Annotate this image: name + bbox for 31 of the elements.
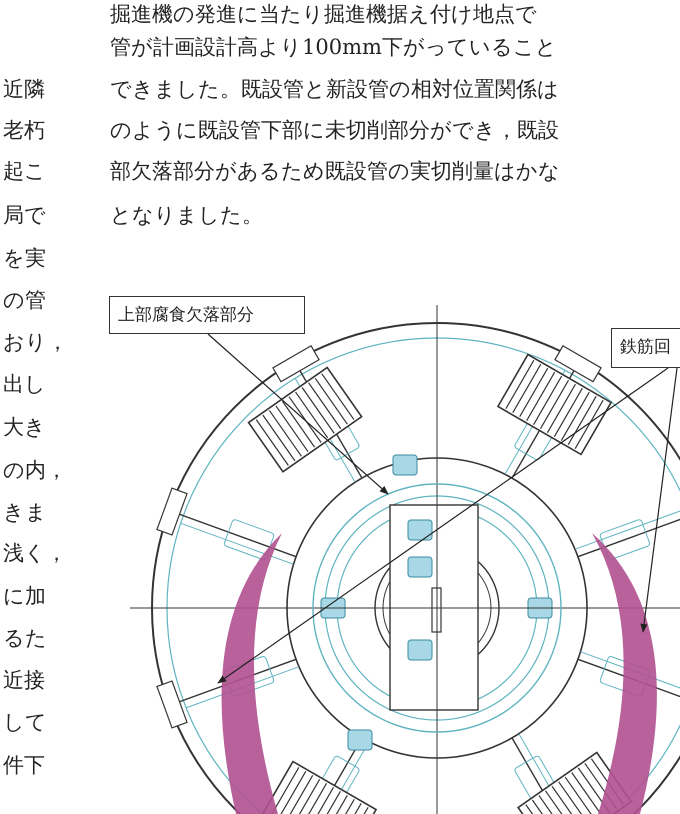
body-text: 起こ <box>3 158 46 184</box>
uncut-area-band <box>592 533 657 814</box>
body-text: 部欠落部分があるため既設管の実切削量はかな <box>110 158 560 184</box>
uncut-area-band <box>222 533 282 814</box>
body-text: の管 <box>3 287 46 313</box>
body-text: 件下 <box>3 752 45 778</box>
body-text: して <box>3 709 47 735</box>
body-text: 浅く， <box>3 540 67 566</box>
body-text: 出し <box>3 371 46 397</box>
inner-ring <box>312 483 562 733</box>
callout-label: 鉄筋回 <box>611 328 680 368</box>
body-text: 近接 <box>3 667 45 693</box>
leader-line <box>217 368 668 684</box>
body-text: 掘進機の発進に当たり掘進機据え付け地点で <box>110 1 537 27</box>
body-text: おり， <box>3 329 68 355</box>
body-text: 管が計画設計高より100mm下がっていること <box>110 34 557 60</box>
body-text: るた <box>3 625 47 651</box>
body-text: できました。既設管と新設管の相対位置関係は <box>110 76 559 102</box>
body-text: を実 <box>3 245 46 271</box>
body-text: のように既設管下部に未切削部分ができ，既設 <box>110 117 559 143</box>
body-text: きま <box>3 499 47 525</box>
body-text: 近隣 <box>3 76 45 102</box>
body-text: 老朽 <box>3 117 45 143</box>
callout-label: 上部腐食欠落部分 <box>109 296 305 334</box>
body-text: 局で <box>3 202 46 228</box>
body-text: の内， <box>3 457 67 483</box>
leader-line <box>640 368 678 633</box>
body-text: に加 <box>3 583 46 609</box>
leader-line <box>208 334 389 495</box>
body-text: となりました。 <box>110 202 263 228</box>
body-text: 大き <box>3 414 46 440</box>
